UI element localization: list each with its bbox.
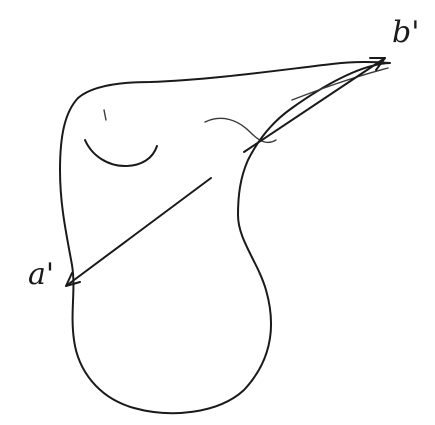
label-b: b' xyxy=(392,15,419,50)
small-tick-mark xyxy=(104,110,106,120)
handle-top-edge xyxy=(292,68,388,100)
double-arrow xyxy=(66,58,385,286)
inner-crease-curve xyxy=(85,140,157,166)
arrow-line-lower xyxy=(66,178,211,286)
body-outline xyxy=(60,62,390,413)
label-a: a' xyxy=(28,257,54,292)
